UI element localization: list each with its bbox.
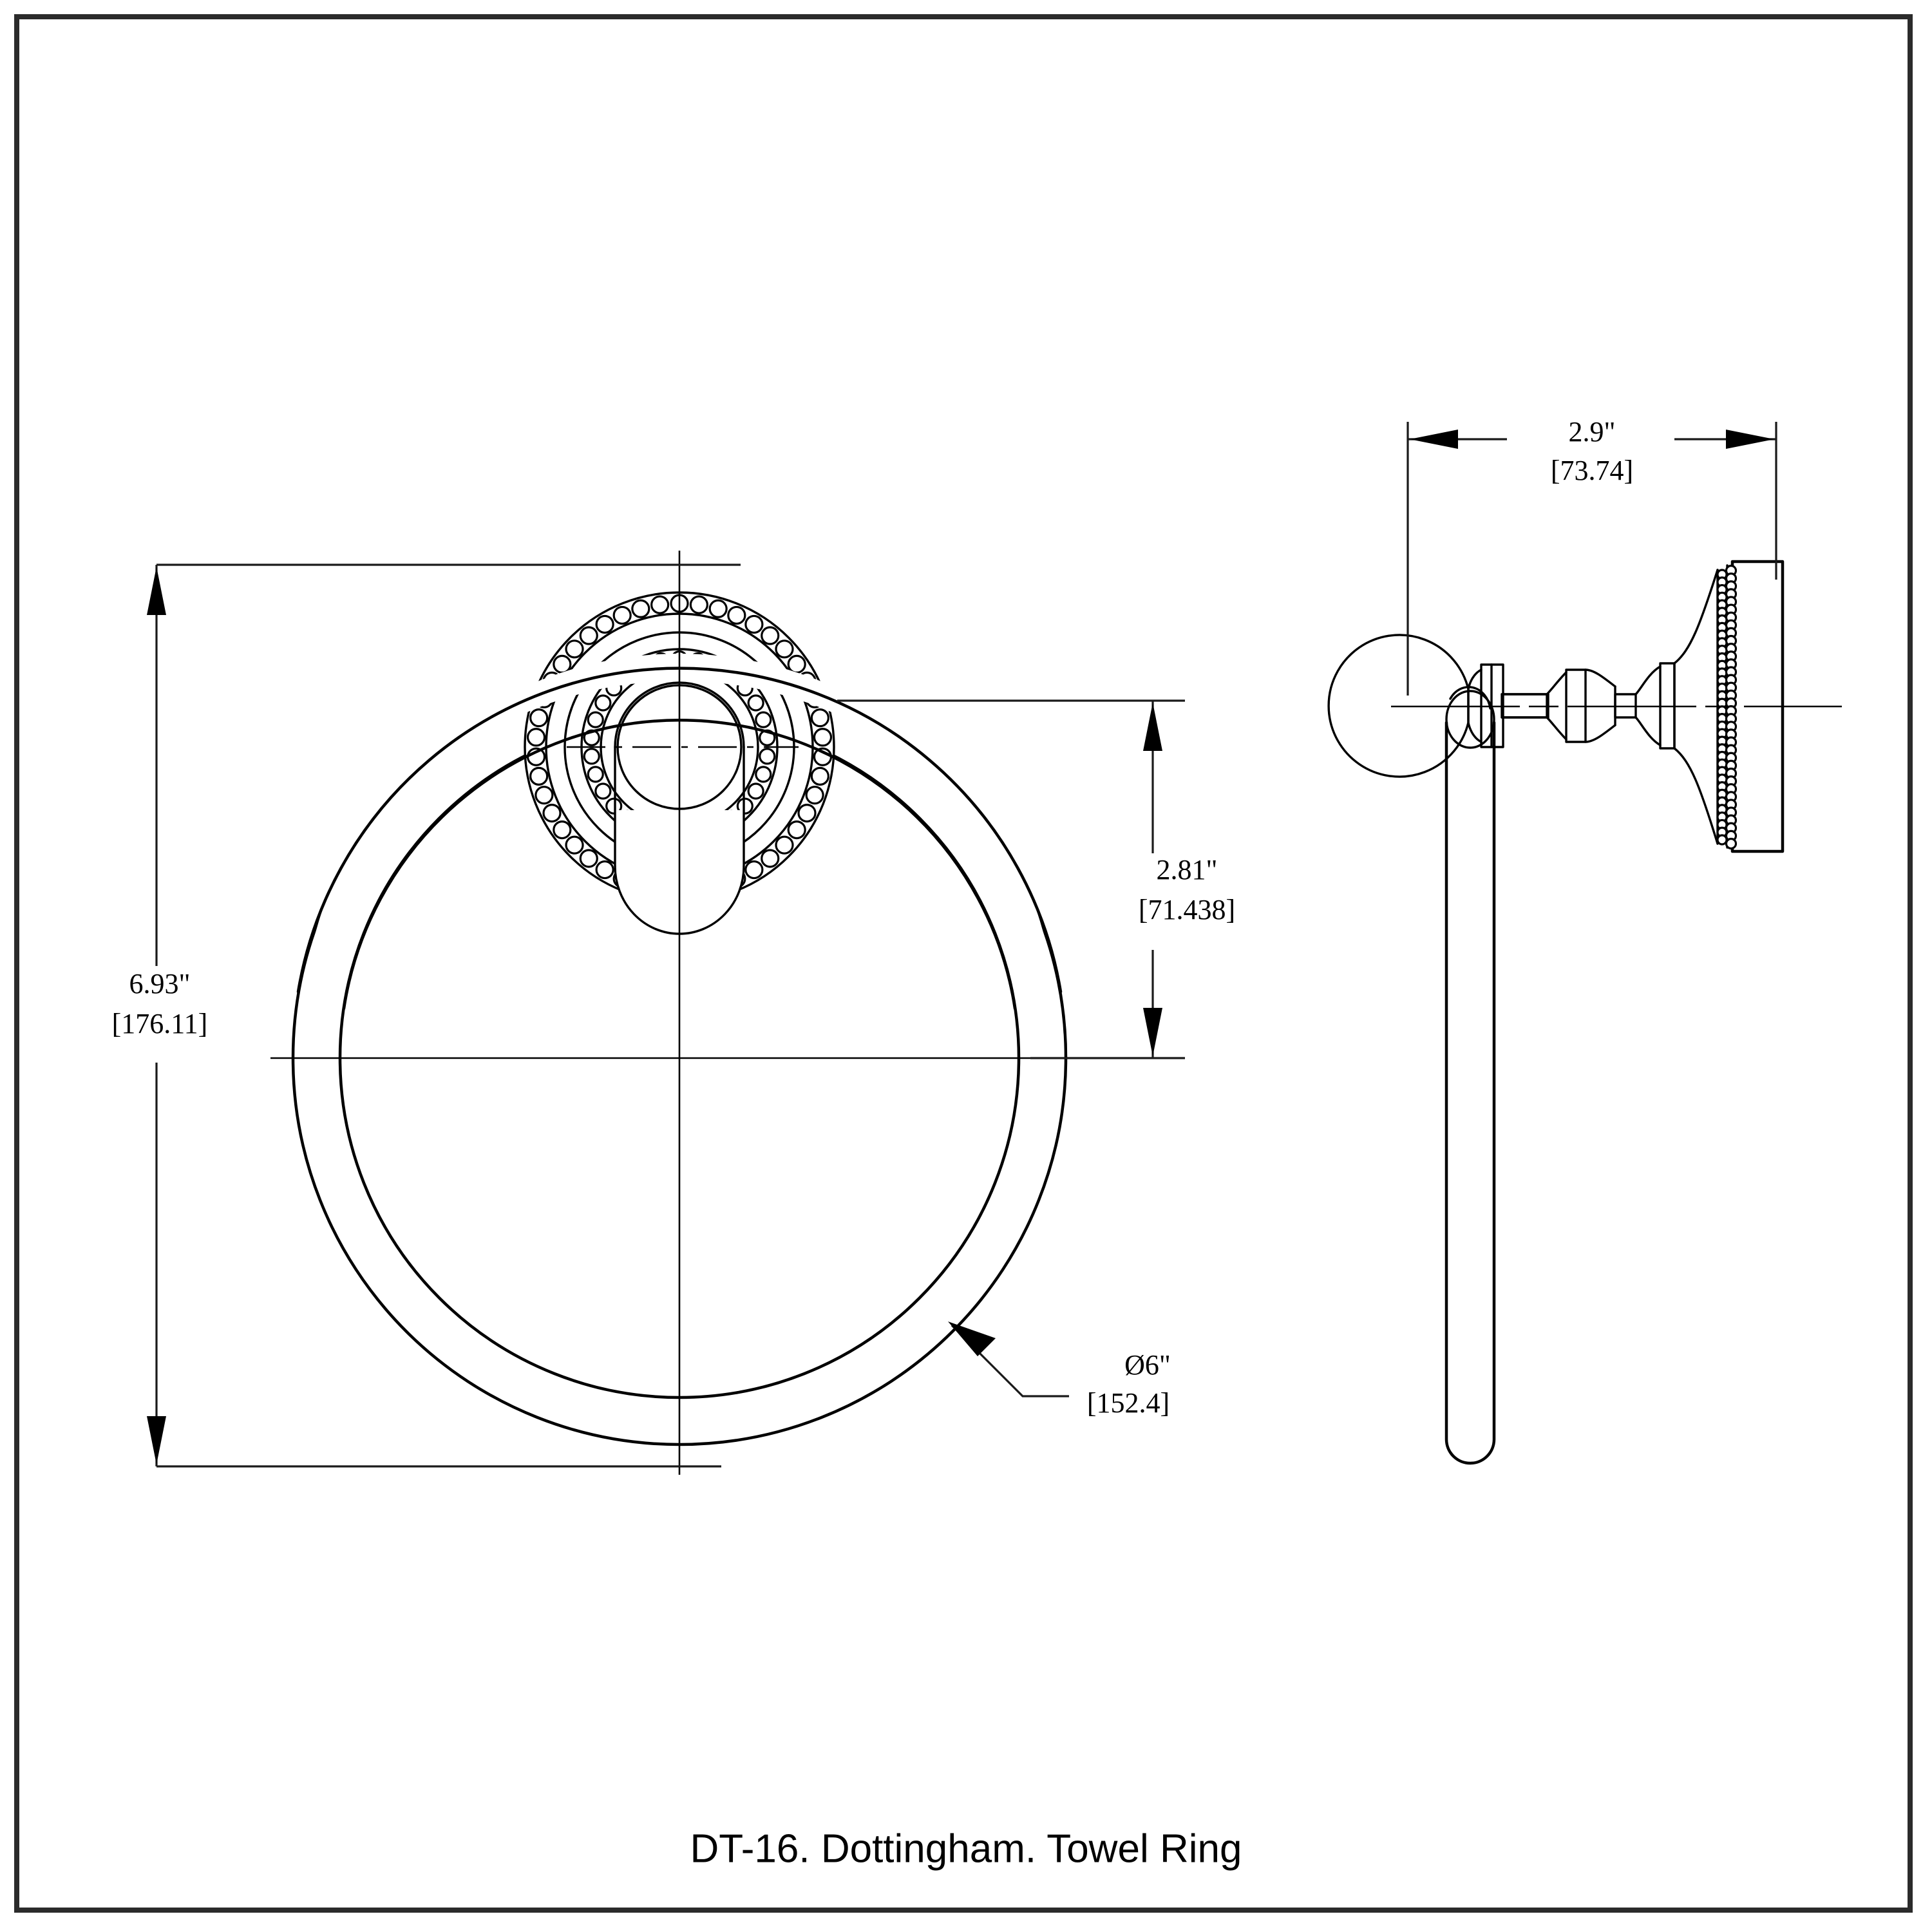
rosette-bead-outer — [553, 654, 572, 674]
rosette-bead-outer — [595, 860, 614, 880]
rosette-bead-outer — [595, 614, 614, 634]
rosette-bead-outer — [565, 639, 584, 659]
plate-bead-right — [1725, 837, 1738, 850]
dimension-overall-height: 6.93" [176.11] — [84, 564, 741, 1468]
rosette-bead-outer — [744, 614, 764, 634]
rosette-bead-outer — [787, 654, 806, 674]
rosette-bead-outer — [526, 728, 546, 747]
rosette-bead-outer — [787, 820, 806, 840]
dimension-projection-depth: 2.9" [73.74] — [1406, 411, 1777, 696]
dimension-ring-diameter: Ø6" [152.4] — [948, 1321, 1171, 1419]
rosette-bead-inner — [759, 748, 776, 765]
rosette-bead-outer — [631, 599, 650, 618]
rosette-bead-outer — [727, 605, 746, 625]
rosette-bead-outer — [805, 786, 824, 805]
dimension-ring-diameter-imperial: Ø6" — [1124, 1349, 1171, 1381]
rosette-bead-outer — [542, 803, 562, 823]
rosette-bead-outer — [553, 820, 572, 840]
rosette-bead-outer — [761, 849, 780, 868]
rosette-bead-inner — [747, 694, 764, 712]
rosette-bead-inner — [736, 797, 753, 815]
side-profile-view — [1327, 560, 1842, 1465]
rosette-bead-outer — [612, 605, 632, 625]
rosette-bead-outer — [744, 860, 764, 880]
rosette-bead-outer — [579, 626, 598, 645]
rosette-bead-outer — [579, 849, 598, 868]
rosette-bead-inner — [587, 766, 604, 783]
dimension-overall-height-metric: [176.11] — [112, 1008, 208, 1039]
rosette-bead-outer — [810, 708, 829, 728]
front-elevation-view — [270, 551, 1159, 1475]
rosette-bead-outer — [535, 786, 554, 805]
rosette-bead-inner — [594, 782, 612, 800]
dimension-overall-height-imperial: 6.93" — [129, 968, 191, 999]
rosette-bead-inner — [755, 711, 772, 728]
rosette-bead-outer — [708, 599, 728, 618]
rosette-bead-outer — [650, 595, 670, 614]
rosette-bead-outer — [810, 766, 829, 786]
rosette-bead-outer — [529, 708, 549, 728]
rosette-bead-inner — [755, 766, 772, 783]
rosette-bead-outer — [761, 626, 780, 645]
dimension-ring-center-drop-metric: [71.438] — [1139, 894, 1235, 925]
dimension-projection-depth-metric: [73.74] — [1551, 455, 1633, 486]
plate-bead-left — [1716, 834, 1728, 846]
ring-bar-side-profile — [1444, 686, 1496, 1465]
rosette-bead-outer — [813, 728, 833, 747]
rosette-bead-outer — [689, 595, 708, 614]
drawing-title-caption: DT-16. Dottingham. Towel Ring — [690, 1826, 1242, 1871]
rosette-bead-outer — [529, 766, 549, 786]
dimension-ring-center-drop-imperial: 2.81" — [1157, 854, 1218, 886]
dimension-projection-depth-imperial: 2.9" — [1569, 416, 1616, 448]
rosette-bead-inner — [587, 711, 604, 728]
rosette-bead-outer — [797, 803, 817, 823]
dimension-ring-diameter-metric: [152.4] — [1087, 1387, 1170, 1419]
dimension-ring-center-drop: 2.81" [71.438] — [837, 699, 1269, 1059]
rosette-bead-outer — [775, 639, 794, 659]
rosette-bead-inner — [594, 694, 612, 712]
rosette-bead-inner — [747, 782, 764, 800]
rosette-bead-outer — [775, 835, 794, 855]
rosette-bead-outer — [565, 835, 584, 855]
rosette-bead-inner — [583, 748, 600, 765]
front-view-centerlines — [270, 551, 1159, 1475]
swivel-ball-joint — [1327, 634, 1470, 778]
rosette-bead-inner — [605, 797, 623, 815]
